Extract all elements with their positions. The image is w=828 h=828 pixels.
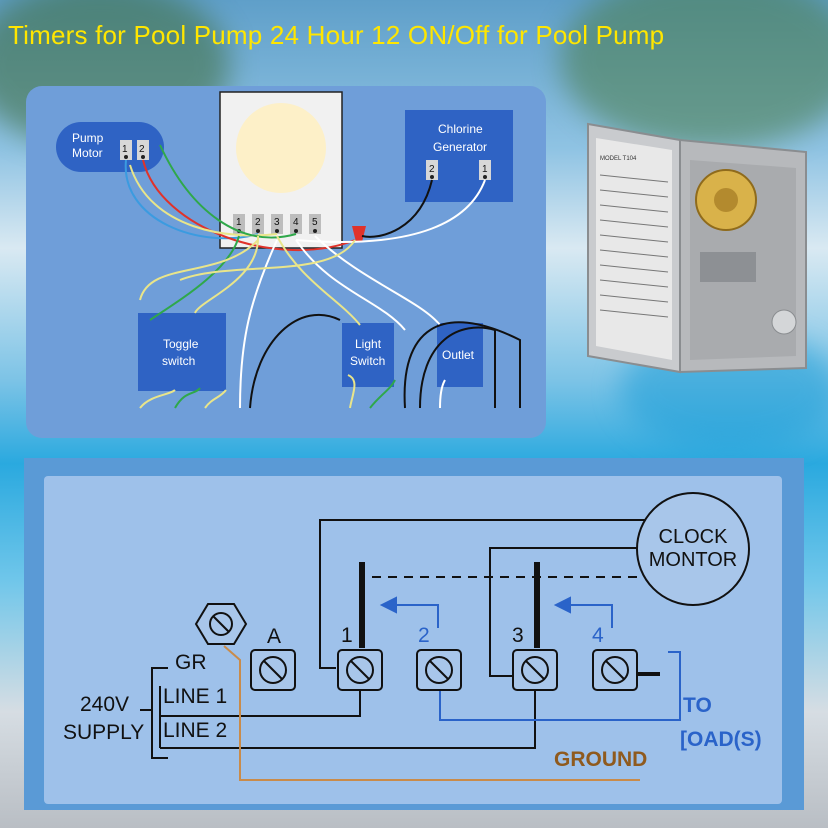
supply-label-1: 240V [80,693,129,716]
light-switch: Light Switch [342,323,394,387]
pump-motor-label-1: Pump [72,131,104,145]
light-label-2: Switch [350,354,385,368]
outlet-label: Outlet [442,348,475,362]
timer-terminal-2: 2 [255,217,261,228]
chlorine-label-1: Chlorine [438,122,483,136]
product-model-label: MODEL T104 [600,156,637,162]
to-load-label-1: TO [683,694,712,717]
pump-terminal-2: 2 [139,144,145,155]
clock-motor-label-1: CLOCK [659,526,729,548]
wire-nut [352,226,366,242]
terminal-3-label: 3 [512,624,524,647]
timer-box: 1 2 3 4 5 [219,91,343,249]
chlorine-label-2: Generator [433,140,487,154]
toggle-label-2: switch [162,354,195,368]
chlorine-generator: Chlorine Generator 2 1 [405,110,513,202]
line-2-label: LINE 2 [163,719,227,742]
timer-terminal-1: 1 [236,217,242,228]
terminal-a-label: A [267,625,281,648]
gr-terminal [194,603,248,645]
chlorine-terminal-2: 2 [429,164,435,175]
timer-terminal-5: 5 [312,217,318,228]
gr-label: GR [175,651,207,674]
pump-terminal-1: 1 [122,144,128,155]
ground-wire [223,645,640,781]
schematic-wires [140,519,650,759]
pump-motor: Pump Motor 1 2 [56,122,164,172]
screw-terminals [250,649,638,691]
clock-motor-label-2: MONTOR [649,549,738,571]
clock-motor: CLOCK MONTOR [636,492,750,606]
page-title: Timers for Pool Pump 24 Hour 12 ON/Off f… [8,20,665,50]
light-label-1: Light [355,337,382,351]
outlet: Outlet [437,323,483,387]
terminal-1-label: 1 [341,624,353,647]
timer-terminal-4: 4 [293,217,299,228]
terminal-2-label: 2 [418,624,430,647]
chlorine-terminal-1: 1 [482,164,488,175]
terminal-4-label: 4 [592,624,604,647]
line-1-label: LINE 1 [163,685,227,708]
timer-product-image: MODEL T104 [587,122,807,374]
top-wires [124,144,521,409]
toggle-switch: Toggle switch [138,313,226,391]
to-load-label-2: [OAD(S) [680,728,762,751]
load-arrows [379,596,681,721]
toggle-label-1: Toggle [163,337,199,351]
supply-label-2: SUPPLY [63,721,144,744]
pump-motor-label-2: Motor [72,146,103,160]
ground-label: GROUND [554,748,647,771]
timer-terminal-3: 3 [274,217,280,228]
